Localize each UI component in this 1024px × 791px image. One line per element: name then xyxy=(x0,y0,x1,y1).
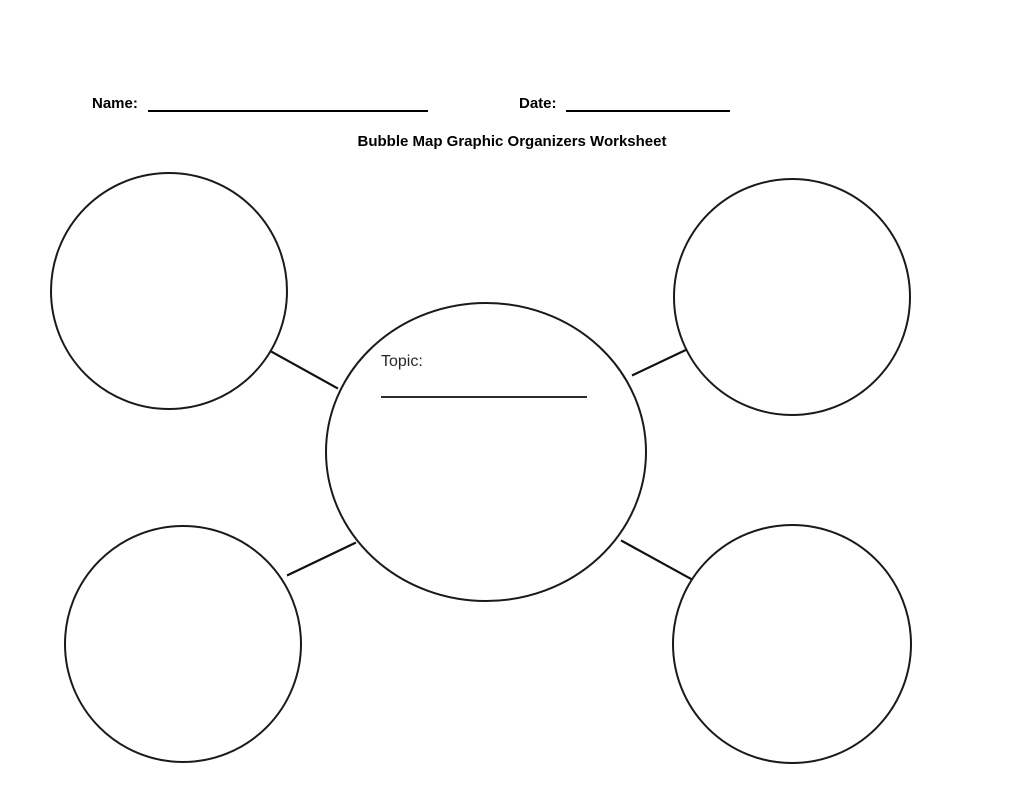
bubble-top-right[interactable] xyxy=(673,178,911,416)
connector-center-to-bottom-right xyxy=(620,539,695,582)
bubble-bottom-left[interactable] xyxy=(64,525,302,763)
connector-center-to-top-right xyxy=(631,346,692,377)
topic-label: Topic: xyxy=(381,353,423,370)
bubble-top-left[interactable] xyxy=(50,172,288,410)
name-input-line[interactable] xyxy=(148,110,428,112)
bubble-center-topic[interactable] xyxy=(325,302,647,602)
bubble-bottom-right[interactable] xyxy=(672,524,912,764)
page-title: Bubble Map Graphic Organizers Worksheet xyxy=(357,133,667,150)
date-input-line[interactable] xyxy=(566,110,730,112)
topic-input-line[interactable] xyxy=(381,396,587,398)
connector-center-to-top-left xyxy=(270,350,339,390)
connector-center-to-bottom-left xyxy=(286,541,357,577)
date-field-label: Date: xyxy=(519,95,557,112)
name-field-label: Name: xyxy=(92,95,138,112)
